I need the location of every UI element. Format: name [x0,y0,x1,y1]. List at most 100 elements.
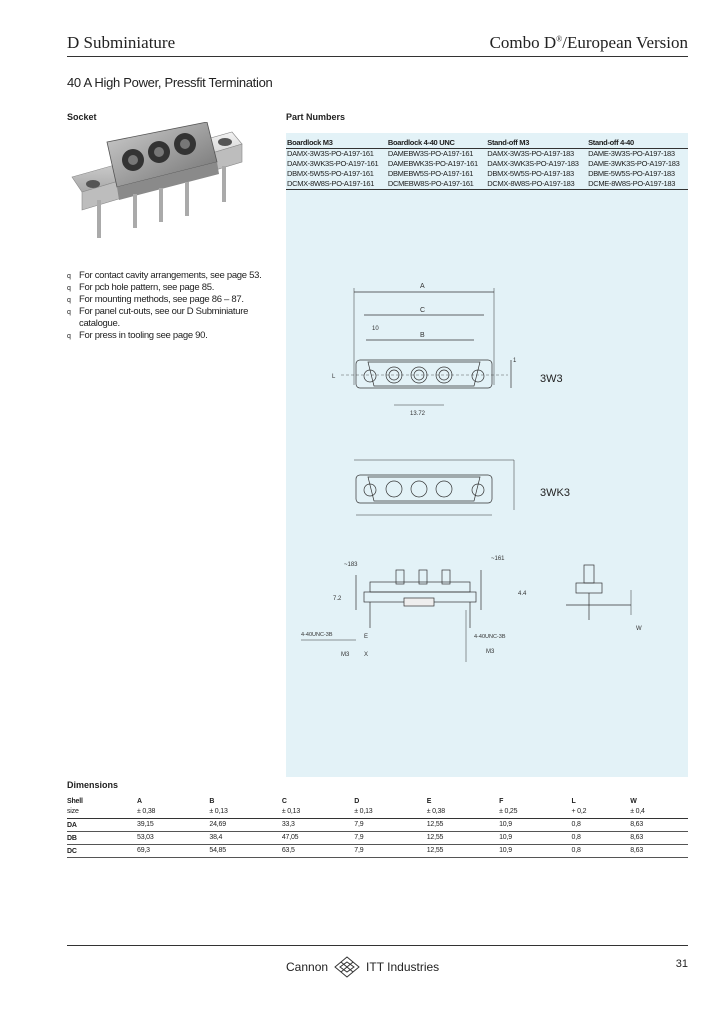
table-cell: 0,8 [571,844,631,858]
dim-l-label: L [332,374,336,380]
dim-b-label: B [420,332,425,339]
column-header: Shell [67,798,83,805]
column-header: D [354,798,360,805]
table-row: DA 39,15 24,69 33,3 7,9 12,55 10,9 0,8 8… [67,818,688,832]
column-header: Boardlock M3 [286,137,387,149]
table-cell: 10,9 [499,844,572,858]
socket-photo [71,122,243,238]
dim-w-label: W [636,626,642,632]
dim-a-label: A [420,283,425,290]
table-cell: 12,55 [426,831,500,845]
page-number: 31 [675,958,688,970]
table-cell: DAME-3W3S-PO-A197-183 [588,149,675,158]
table-cell: DAMX-3W3S-PO-A197-183 [487,149,574,158]
table-row: DCMX-8W8S-PO-A197-161 DCMEBW8S-PO-A197-1… [286,179,688,190]
table-cell: DAMX-3WK3S-PO-A197-161 [287,159,379,168]
thread-m3-left: M3 [341,652,350,658]
row-header: DB [67,831,137,845]
table-cell: 38,4 [209,831,282,845]
table-cell: DCMEBW8S-PO-A197-161 [386,179,487,190]
itt-logo-icon [334,956,360,978]
column-header: Stand-off M3 [486,137,588,149]
table-cell: 10,9 [499,831,572,845]
company-name: ITT Industries [366,960,440,974]
footer-rule [67,945,688,946]
label-3wk3: 3WK3 [540,487,570,499]
column-header: L [571,798,576,805]
dim-10-label: 10 [372,326,379,332]
table-cell: DBMX-5W5S-PO-A197-161 [287,169,374,178]
table-cell: ± 0,38 [137,806,210,819]
column-header: B [209,798,215,805]
table-cell: 8,63 [630,818,688,832]
table-cell: 8,63 [630,831,688,845]
dimensions-table: Shell A B C D E F L W size ± 0,38 ± 0,13… [67,797,688,858]
drawing-side-view: ~183 ~161 7.2 4.4 4-40UNC-3B E M3 X 4-40… [301,556,527,662]
table-cell: DCME-8W8S-PO-A197-183 [587,179,688,190]
table-cell: DAMEBWK3S-PO-A197-161 [387,159,478,168]
table-row: DB 53,03 38,4 47,05 7,9 12,55 10,9 0,8 8… [67,831,688,845]
dim-72-label: 7.2 [333,596,342,602]
table-cell: DBME-5W5S-PO-A197-183 [588,169,675,178]
header-right-title: Combo D®/European Version [489,33,688,52]
bullet-marker: q [67,273,71,280]
column-header: F [499,798,504,805]
table-cell: 10,9 [499,818,572,832]
table-row: DAMX-3W3S-PO-A197-161 DAMEBW3S-PO-A197-1… [286,149,688,160]
bullet-marker: q [67,333,71,340]
bullet-marker: q [67,309,71,316]
part-numbers-table: Boardlock M3 Boardlock 4-40 UNC Stand-of… [286,137,688,190]
column-header: W [630,798,637,805]
table-cell: 0,8 [571,818,631,832]
table-cell: ± 0,38 [426,806,500,819]
thread-440-right: 4-40UNC-3B [474,634,506,640]
drawing-end-view: W [566,564,642,632]
brand-name: Cannon [286,960,329,974]
dim-183-label: ~183 [344,562,358,568]
table-cell: + 0,2 [571,806,631,819]
dim-c-label: C [420,307,425,314]
dim-1-label: 1 [513,358,517,364]
table-cell: DAMX-3W3S-PO-A197-161 [287,149,374,158]
table-header-row: Boardlock M3 Boardlock 4-40 UNC Stand-of… [286,137,688,149]
table-cell: DAMX-3WK3S-PO-A197-183 [487,159,579,168]
part-numbers-label: Part Numbers [286,112,346,122]
table-cell: DBMEBW5S-PO-A197-161 [387,169,474,178]
column-header: E [426,798,432,805]
drawing-3w3-front-view: A C B 10 1 L 13.72 [332,283,517,417]
dim-x-label: X [364,652,368,658]
dim-161-label: ~161 [491,556,505,562]
header-left-title: D Subminiature [67,33,176,52]
label-3w3: 3W3 [540,373,563,385]
column-header: Stand-off 4-40 [587,137,688,149]
table-row: DC 69,3 54,85 63,5 7,9 12,55 10,9 0,8 8,… [67,844,688,858]
table-cell: ± 0,25 [499,806,572,819]
table-cell: size [67,806,137,819]
table-cell: 7,9 [354,844,427,858]
table-cell: DAMEBW3S-PO-A197-161 [387,149,474,158]
table-cell: 53,03 [137,831,210,845]
drawing-3wk3-front-view [354,459,515,516]
technical-drawing: A C B 10 1 L 13.72 ~183 ~161 [301,283,642,662]
table-cell: 7,9 [354,831,427,845]
row-header: DC [67,844,137,858]
table-cell: ± 0,13 [354,806,427,819]
table-cell: 8,63 [630,844,688,858]
table-cell: 39,15 [137,818,210,832]
table-cell: DAME-3WK3S-PO-A197-183 [588,159,680,168]
table-cell: 69,3 [137,844,210,858]
dim-e-label: E [364,634,368,640]
column-header: A [137,798,142,805]
table-cell: 0,8 [571,831,631,845]
table-cell: DCMX-8W8S-PO-A197-183 [486,179,588,190]
bullet-marker: q [67,297,71,304]
header-rule [67,56,688,57]
drawing-panel-background [286,133,688,777]
table-cell: DBMX-5W5S-PO-A197-183 [487,169,574,178]
bullet-marker: q [67,285,71,292]
